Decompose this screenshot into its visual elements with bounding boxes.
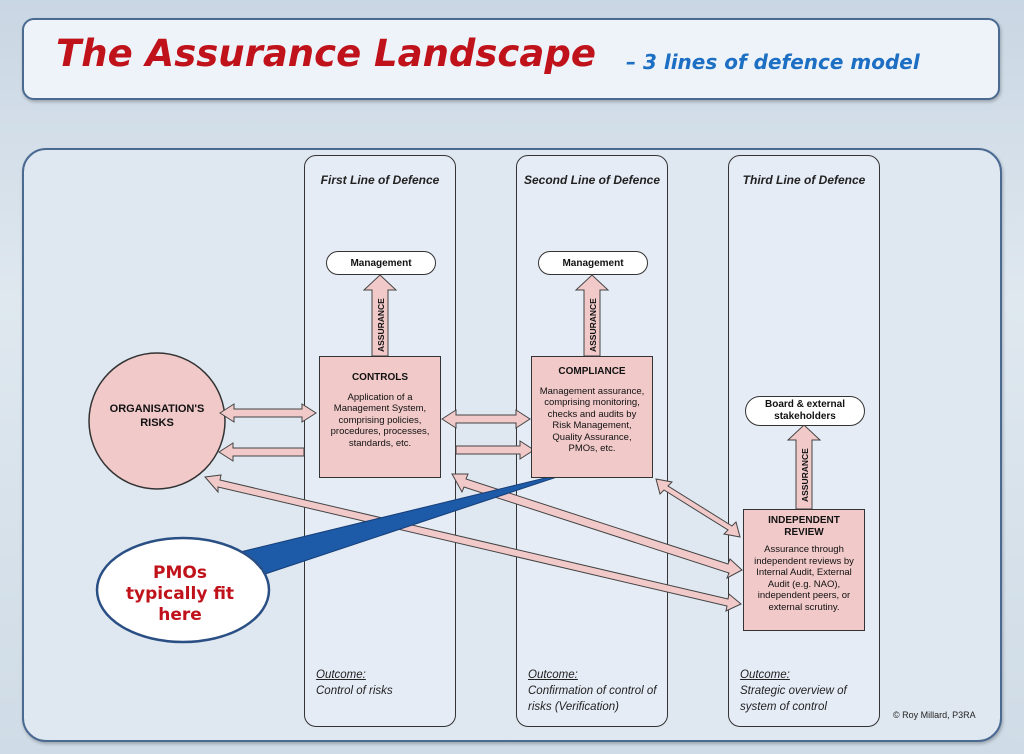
independent-review-title: INDEPENDENT REVIEW bbox=[768, 515, 840, 538]
outcome-third: Outcome: Strategic overview of system of… bbox=[740, 667, 870, 715]
independent-review-box: INDEPENDENT REVIEW Assurance through ind… bbox=[743, 509, 865, 631]
outcome-first-label: Outcome: bbox=[316, 669, 366, 681]
risks-review-arrow bbox=[204, 474, 742, 612]
controls-compliance-lower-arrow bbox=[455, 440, 535, 460]
risks-label: ORGANISATION'S RISKS bbox=[109, 403, 205, 429]
board-stakeholders-pill: Board & external stakeholders bbox=[745, 396, 865, 426]
assurance-arrow-1 bbox=[362, 274, 398, 357]
assurance-arrow-2 bbox=[574, 274, 610, 357]
outcome-second: Outcome: Confirmation of control of risk… bbox=[528, 667, 664, 715]
compliance-review-arrow bbox=[655, 478, 741, 538]
controls-review-arrow bbox=[451, 473, 743, 580]
controls-title: CONTROLS bbox=[351, 372, 409, 383]
controls-risks-arrow bbox=[218, 442, 305, 462]
controls-text: Application of a Management System, comp… bbox=[330, 391, 430, 449]
compliance-title: COMPLIANCE bbox=[558, 366, 626, 377]
management-pill-2: Management bbox=[538, 251, 648, 275]
risks-circle bbox=[88, 352, 226, 490]
title-banner: The Assurance Landscape – 3 lines of def… bbox=[22, 18, 1000, 100]
pmo-callout-shape bbox=[95, 469, 579, 644]
credit: © Roy Millard, P3RA bbox=[893, 710, 976, 720]
first-line-title: First Line of Defence bbox=[320, 173, 440, 187]
board-stakeholders-label: Board & external stakeholders bbox=[764, 399, 846, 422]
outcome-third-label: Outcome: bbox=[740, 669, 790, 681]
outcome-second-text: Confirmation of control of risks (Verifi… bbox=[528, 685, 657, 713]
management-pill-1: Management bbox=[326, 251, 436, 275]
assurance-arrow-3 bbox=[786, 424, 822, 510]
outcome-first-text: Control of risks bbox=[316, 685, 393, 697]
third-line-title: Third Line of Defence bbox=[742, 173, 866, 187]
pmo-callout-text: PMOs typically fit here bbox=[125, 563, 235, 625]
compliance-box: COMPLIANCE Management assurance, compris… bbox=[531, 356, 653, 478]
assurance-label-3: ASSURANCE bbox=[800, 448, 810, 502]
second-line-title: Second Line of Defence bbox=[523, 173, 661, 187]
controls-box: CONTROLS Application of a Management Sys… bbox=[319, 356, 441, 478]
assurance-label-2: ASSURANCE bbox=[588, 298, 598, 352]
controls-compliance-arrow bbox=[441, 409, 531, 429]
page-title: The Assurance Landscape bbox=[56, 32, 596, 75]
outcome-third-text: Strategic overview of system of control bbox=[740, 685, 847, 713]
compliance-text: Management assurance, comprising monitor… bbox=[539, 385, 645, 455]
risks-controls-arrow bbox=[219, 403, 317, 423]
page-subtitle: – 3 lines of defence model bbox=[626, 50, 920, 74]
assurance-label-1: ASSURANCE bbox=[376, 298, 386, 352]
outcome-second-label: Outcome: bbox=[528, 669, 578, 681]
independent-review-text: Assurance through independent reviews by… bbox=[754, 544, 854, 613]
outcome-first: Outcome: Control of risks bbox=[316, 667, 446, 699]
